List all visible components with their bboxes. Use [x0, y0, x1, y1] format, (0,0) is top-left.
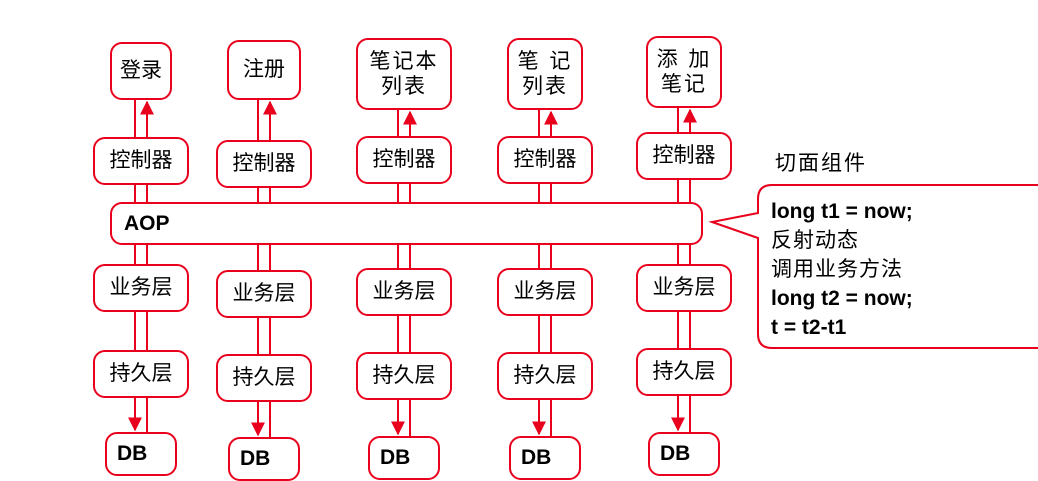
col5-service-box-label: 业务层 — [652, 275, 716, 300]
callout-bubble — [708, 184, 1038, 349]
callout-line-diff: t = t2-t1 — [771, 316, 847, 339]
col3-persistence-box-label: 持久层 — [372, 363, 436, 388]
col5-controller-box: 控制器 — [636, 132, 732, 180]
col1-controller-box-label: 控制器 — [109, 148, 173, 173]
col3-function-box-line-1: 笔记本 — [369, 48, 439, 73]
aop-label: AOP — [124, 211, 170, 235]
col2-service-box: 业务层 — [216, 270, 312, 318]
col1-controller-box: 控制器 — [93, 137, 189, 185]
col3-db-box-label: DB — [380, 446, 411, 470]
col5-service-box: 业务层 — [636, 264, 732, 312]
col5-db-box: DB — [648, 432, 720, 476]
col2-db-box-label: DB — [240, 447, 271, 471]
col3-controller-box: 控制器 — [356, 136, 452, 184]
col1-function-box: 登录 — [110, 42, 172, 100]
col5-function-box-line-1: 添 加 — [656, 46, 712, 71]
aspect-callout: long t1 = now; 反射动态 调用业务方法 long t2 = now… — [771, 197, 981, 342]
col3-service-box: 业务层 — [356, 268, 452, 316]
col2-function-box: 注册 — [227, 40, 301, 100]
col4-function-box-line-2: 列表 — [522, 74, 568, 98]
callout-line-t2: long t2 = now; — [771, 287, 913, 310]
col4-controller-box-label: 控制器 — [513, 147, 577, 172]
col1-persistence-box-label: 持久层 — [109, 361, 173, 386]
aspect-component-label: 切面组件 — [775, 151, 867, 175]
col4-db-box-label: DB — [521, 446, 552, 470]
col4-persistence-box: 持久层 — [497, 352, 593, 400]
col3-db-box: DB — [368, 436, 440, 480]
col4-db-box: DB — [509, 436, 581, 480]
col3-service-box-label: 业务层 — [372, 279, 436, 304]
col4-service-box: 业务层 — [497, 268, 593, 316]
col4-function-box: 笔 记列表 — [507, 38, 583, 110]
col2-persistence-box-label: 持久层 — [232, 365, 296, 390]
col5-function-box: 添 加笔记 — [646, 36, 722, 108]
col3-persistence-box: 持久层 — [356, 352, 452, 400]
aop-bar: AOP — [110, 202, 703, 245]
col2-persistence-box: 持久层 — [216, 354, 312, 402]
callout-line-t1: long t1 = now; — [771, 200, 913, 223]
col4-function-box-line-1: 笔 记 — [517, 48, 573, 73]
col2-db-box: DB — [228, 437, 300, 481]
col5-persistence-box: 持久层 — [636, 348, 732, 396]
col2-controller-box: 控制器 — [216, 140, 312, 188]
col4-service-box-label: 业务层 — [513, 279, 577, 304]
col1-db-box-label: DB — [117, 442, 148, 466]
callout-line-reflect: 反射动态 — [771, 228, 859, 252]
col4-persistence-box-label: 持久层 — [513, 363, 577, 388]
col1-service-box-label: 业务层 — [109, 275, 173, 300]
col5-controller-box-label: 控制器 — [652, 143, 716, 168]
col4-controller-box: 控制器 — [497, 136, 593, 184]
col2-controller-box-label: 控制器 — [232, 151, 296, 176]
col5-function-box-line-2: 笔记 — [661, 72, 707, 96]
col1-service-box: 业务层 — [93, 264, 189, 312]
col2-function-box-label: 注册 — [243, 57, 285, 82]
col3-function-box: 笔记本列表 — [356, 38, 452, 110]
col5-db-box-label: DB — [660, 442, 691, 466]
callout-line-invoke: 调用业务方法 — [771, 257, 903, 281]
col3-function-box-line-2: 列表 — [381, 74, 427, 98]
col1-function-box-label: 登录 — [120, 58, 162, 83]
col3-controller-box-label: 控制器 — [372, 147, 436, 172]
col2-service-box-label: 业务层 — [232, 281, 296, 306]
col5-persistence-box-label: 持久层 — [652, 359, 716, 384]
col1-persistence-box: 持久层 — [93, 350, 189, 398]
col1-db-box: DB — [105, 432, 177, 476]
